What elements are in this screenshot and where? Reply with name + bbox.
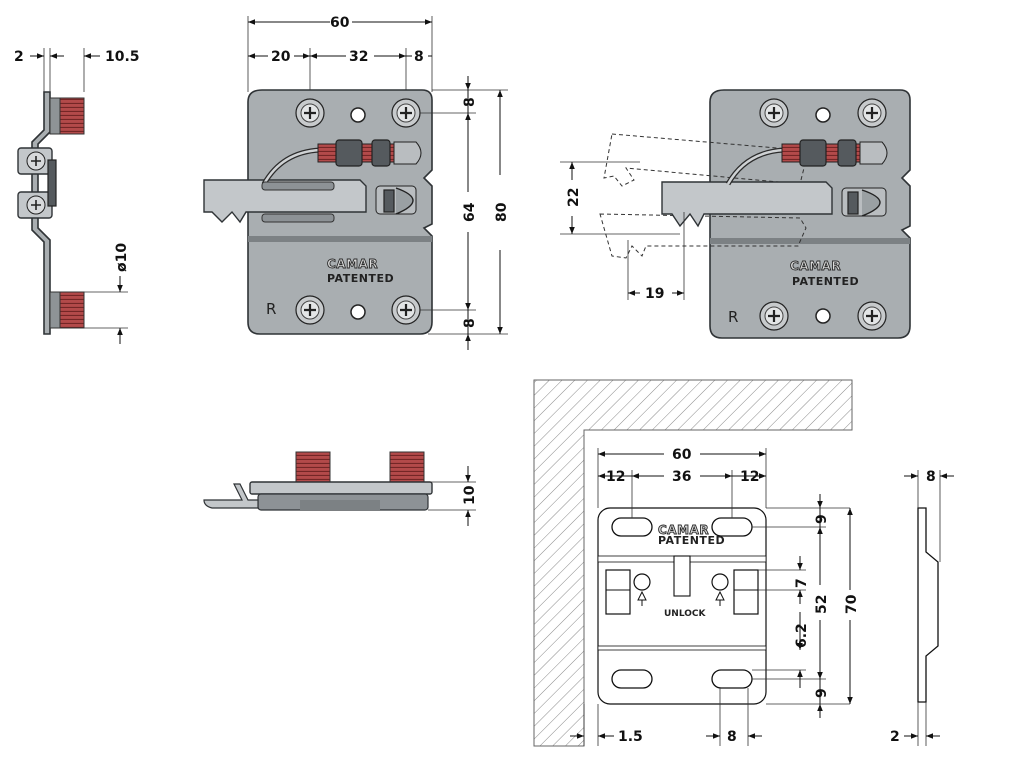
screw-icon [391, 295, 421, 325]
wall-dim-wall-offset: 1.5 [618, 729, 643, 745]
screw-icon [295, 295, 325, 325]
wall-dim-slot-left: 12 [606, 469, 625, 485]
wall-dim-bottom: 9 [814, 688, 830, 698]
wall-dim-total-height: 70 [844, 594, 860, 614]
unlock-label: UNLOCK [664, 609, 707, 619]
patented-label: PATENTED [327, 272, 394, 285]
screw-icon [295, 98, 325, 128]
wall-plate-patented: PATENTED [658, 534, 725, 547]
wall-dim-top: 9 [814, 514, 830, 524]
side-dim-diameter: ø10 [114, 243, 130, 272]
front-dim-vertical-spacing: 64 [462, 202, 478, 222]
side-dim-thickness: 2 [14, 49, 24, 65]
wall-dim-slot-right: 12 [740, 469, 759, 485]
side-marker: R [728, 308, 738, 326]
side-marker: R [266, 300, 276, 318]
front-dim-left-offset: 20 [271, 49, 291, 65]
wall-plate-brand: CAMAR [658, 523, 709, 537]
front-dim-right-offset: 8 [414, 49, 424, 65]
patented-label: PATENTED [792, 275, 859, 288]
front-dim-hole-spacing: 32 [349, 49, 368, 65]
wall-plate-view: CAMAR PATENTED UNLOCK 60 12 36 12 9 52 [533, 379, 860, 747]
screw-icon [391, 98, 421, 128]
side-view: 2 10.5 ø10 [14, 48, 140, 344]
wall-side-dim-top: 8 [926, 469, 936, 485]
screw-icon [759, 301, 789, 331]
adjust-dim-horizontal: 19 [645, 286, 664, 302]
wall-dim-width: 60 [672, 447, 692, 463]
screw-icon [759, 98, 789, 128]
front-dim-width: 60 [330, 15, 350, 31]
brand-logo: CAMAR [790, 259, 841, 273]
front-dim-height: 80 [494, 202, 510, 222]
screw-icon [857, 98, 887, 128]
bottom-view: 10 [203, 451, 478, 526]
adjust-dim-vertical: 22 [566, 188, 582, 207]
wall-side-dim-bottom: 2 [890, 729, 900, 745]
wall-dim-lower-gap: 6.2 [794, 623, 810, 648]
front-dim-bottom-margin: 8 [462, 318, 478, 328]
bottom-dim-height: 10 [462, 485, 478, 505]
side-dim-offset: 10.5 [105, 49, 140, 65]
wall-dim-inner-height: 52 [814, 595, 830, 614]
wall-dim-slot-width: 8 [727, 729, 737, 745]
brand-logo: CAMAR [327, 257, 378, 271]
screw-icon [857, 301, 887, 331]
wall-dim-slot-center: 36 [672, 469, 691, 485]
adjust-view: CAMAR PATENTED R 22 19 [560, 89, 911, 339]
wall-plate-side-view: 8 2 [890, 469, 954, 746]
wall-dim-latch: 7 [794, 578, 810, 588]
front-view: 60 20 32 8 [203, 15, 510, 350]
front-dim-top-margin: 8 [462, 97, 478, 107]
